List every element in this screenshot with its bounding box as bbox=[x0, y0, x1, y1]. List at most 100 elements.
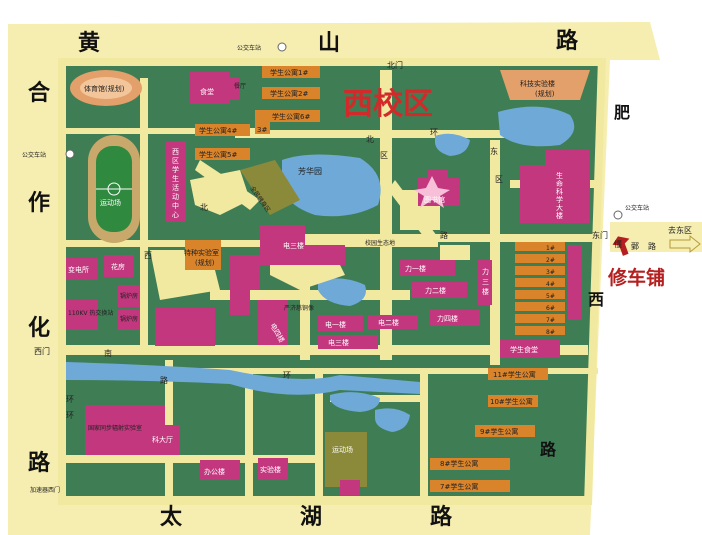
life-sci-char-5: 大 bbox=[556, 203, 563, 212]
canteen-small-label: 餐厅 bbox=[234, 82, 246, 90]
life-sci-char-6: 楼 bbox=[556, 211, 563, 220]
l2-label: 力二楼 bbox=[425, 286, 446, 295]
small-apartment-4: 4# bbox=[546, 281, 555, 288]
l3-char-1: 力 bbox=[482, 267, 489, 276]
sci-lab-label: 科技实验楼 bbox=[520, 79, 555, 88]
student-center-char-5: 活 bbox=[172, 183, 179, 192]
special-lab-label: 特种实验室 bbox=[184, 248, 219, 257]
road-west-char-1: 合 bbox=[28, 80, 51, 106]
life-sci-char-3: 科 bbox=[556, 187, 563, 196]
building-labels: 体育馆(规划) 食堂 餐厅 学生公寓1# 学生公寓2# 3# 学生公寓4# 学生… bbox=[68, 68, 555, 491]
inner-ring-labels: 北 区 环 东 区 路 南 路 环 西 环 环 北 bbox=[66, 128, 503, 420]
road-west-char-2: 作 bbox=[28, 191, 50, 216]
l1-label: 力一楼 bbox=[405, 264, 426, 273]
yanji-label: 严济慈铜像 bbox=[284, 304, 314, 312]
l3-char-3: 楼 bbox=[482, 287, 489, 296]
repair-shop-label: 修车铺 bbox=[607, 266, 665, 289]
canteen-label: 食堂 bbox=[200, 87, 214, 96]
sports-field-south bbox=[325, 432, 367, 487]
library-label: 图书馆 bbox=[424, 195, 445, 204]
road-west-char-4: 路 bbox=[28, 450, 51, 476]
student-center-char-4: 生 bbox=[172, 174, 179, 183]
to-east-district[interactable]: 去东区 bbox=[668, 225, 701, 254]
stadium-label: 运动场 bbox=[100, 198, 121, 207]
sci-lab-sub-label: (规划) bbox=[535, 89, 555, 98]
road-labels: 黄 山 路 合 作 化 路 太 湖 路 肥 西 路 bbox=[28, 28, 630, 530]
gym-label: 体育馆(规划) bbox=[84, 84, 125, 93]
lab-complex-label: 国家同步辐射实验室 bbox=[88, 424, 142, 432]
apt11-label: 11#学生公寓 bbox=[493, 370, 536, 379]
l3-label: 力三楼 bbox=[482, 267, 489, 296]
repair-shop-arrow-icon bbox=[612, 236, 630, 256]
apt4-label: 学生公寓4# bbox=[199, 126, 237, 135]
student-center-char-8: 心 bbox=[172, 211, 179, 219]
east-street-char-1: 懂 bbox=[614, 239, 622, 249]
stadium-west bbox=[88, 135, 140, 243]
life-sci-char-1: 生 bbox=[556, 171, 563, 180]
ring-south-char-2: 路 bbox=[160, 375, 168, 385]
small-apartment-2: 2# bbox=[546, 257, 555, 264]
arrow-right-icon bbox=[669, 234, 701, 254]
road-north-char-1: 黄 bbox=[78, 31, 100, 56]
apt6-label: 学生公寓6# bbox=[272, 112, 310, 121]
to-east-label: 去东区 bbox=[668, 225, 692, 235]
life-sci-char-4: 学 bbox=[556, 195, 563, 204]
bus-stop-east[interactable]: 公交车站 bbox=[613, 204, 649, 220]
park-label: 校园生态地 bbox=[365, 239, 395, 247]
road-south-char-2: 湖 bbox=[300, 505, 322, 530]
small-apartment-1: 1# bbox=[546, 245, 555, 252]
library-building bbox=[414, 176, 450, 208]
boiler2-label: 锅炉房 bbox=[120, 315, 138, 323]
small-apartment-5: 5# bbox=[546, 293, 555, 300]
student-center-char-3: 学 bbox=[172, 165, 179, 174]
student-center-char-7: 中 bbox=[172, 201, 179, 210]
ring-south-char-1: 南 bbox=[104, 348, 112, 358]
bus-icon bbox=[277, 42, 287, 52]
inner-roads bbox=[58, 58, 606, 505]
e-top-label: 电三楼 bbox=[283, 241, 304, 250]
ring-north-char-1: 北 bbox=[366, 135, 374, 144]
district-title: 西校区 bbox=[343, 87, 433, 122]
life-sci-char-2: 命 bbox=[556, 179, 563, 188]
small-apartment-labels: 1#2#3#4#5#6#7#8# bbox=[546, 245, 555, 336]
l3-char-2: 三 bbox=[482, 278, 489, 286]
road-west-char-3: 化 bbox=[28, 315, 50, 341]
fitness-area bbox=[240, 160, 300, 215]
student-canteen-label: 学生食堂 bbox=[510, 345, 538, 354]
bus-icon bbox=[65, 149, 75, 159]
ring-east-char-1: 东 bbox=[490, 146, 498, 156]
ring-west-char-3: 环 bbox=[66, 395, 74, 404]
repair-shop-marker[interactable]: 修车铺 bbox=[607, 233, 665, 289]
ring-west-char-1: 西 bbox=[144, 251, 152, 260]
gate-east: 东门 bbox=[592, 230, 608, 240]
fanghua-label: 芳华园 bbox=[298, 166, 322, 176]
road-north-char-3: 路 bbox=[556, 28, 579, 54]
apt3-label: 3# bbox=[257, 126, 267, 134]
boiler1-label: 锅炉房 bbox=[120, 292, 138, 300]
road-east-char-2: 西 bbox=[588, 290, 604, 309]
water bbox=[66, 106, 575, 432]
bus-stop-north[interactable]: 公交车站 bbox=[237, 42, 287, 52]
bus-stop-west[interactable]: 公交车站 bbox=[22, 149, 75, 159]
east-street-char-2: 鄄 bbox=[631, 242, 639, 251]
bus-stop-north-label: 公交车站 bbox=[237, 44, 261, 52]
bus-stop-east-label: 公交车站 bbox=[625, 204, 649, 212]
gate-west: 西门 bbox=[34, 346, 50, 356]
small-apartment-6: 6# bbox=[546, 305, 555, 312]
gate-north: 北门 bbox=[387, 60, 403, 70]
apt2-label: 学生公寓2# bbox=[270, 89, 308, 98]
student-center-char-6: 动 bbox=[172, 192, 179, 201]
sci-lab-building bbox=[500, 70, 590, 100]
substation-label: 110KV 热交换站 bbox=[68, 309, 113, 317]
bus-icon bbox=[613, 210, 623, 220]
small-apartment-8: 8# bbox=[546, 329, 555, 336]
e3-label: 电二楼 bbox=[378, 318, 399, 327]
lab-bldg-label: 实验楼 bbox=[260, 465, 281, 474]
student-center-char-1: 西 bbox=[172, 148, 179, 156]
e2-label: 电一楼 bbox=[325, 320, 346, 329]
transformer-label: 变电所 bbox=[68, 265, 89, 274]
